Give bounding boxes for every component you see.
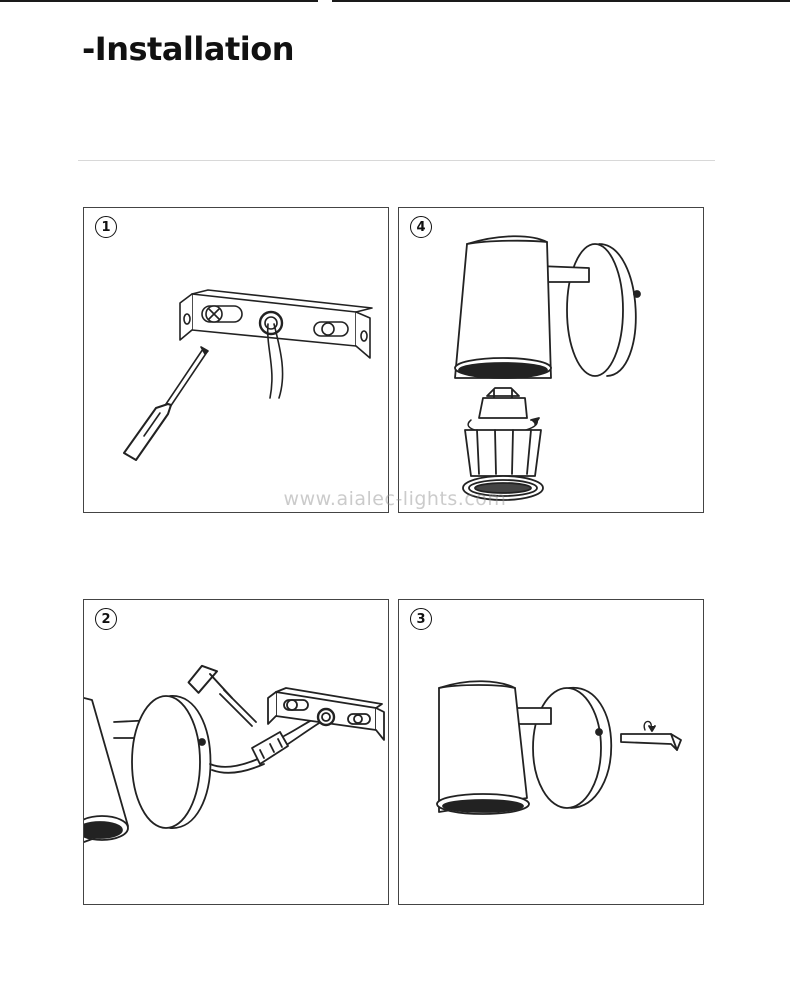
step-2-panel: 2 <box>83 599 389 905</box>
lamp-shade-icon <box>436 680 530 815</box>
step-4-panel: 4 <box>398 207 704 513</box>
wall-plate-icon <box>131 695 212 829</box>
gu10-bulb-icon <box>462 387 544 501</box>
header-divider <box>78 160 715 161</box>
mounting-bracket-illustration <box>123 289 373 461</box>
step-number: 4 <box>410 216 432 238</box>
step-number: 3 <box>410 608 432 630</box>
wall-plate-icon <box>532 687 613 809</box>
arm-icon <box>538 265 590 283</box>
step-1-panel: 1 <box>83 207 389 513</box>
top-border-left <box>0 0 318 2</box>
page-title: -Installation <box>82 30 294 68</box>
tightening-illustration <box>436 680 682 815</box>
top-border-right <box>332 0 790 2</box>
wiring-illustration <box>84 664 385 843</box>
step-number: 2 <box>95 608 117 630</box>
allen-key-icon <box>620 720 682 751</box>
screwdriver-icon <box>123 346 209 461</box>
bulb-installation-illustration <box>454 235 641 501</box>
mounting-bracket-icon <box>179 289 373 399</box>
lamp-shade-icon <box>454 235 552 379</box>
step-number: 1 <box>95 216 117 238</box>
watermark: www.aialec-lights.com <box>283 488 507 510</box>
screwdriver-icon <box>187 664 257 727</box>
wall-plate-icon <box>566 243 641 377</box>
mounting-bracket-icon <box>267 687 385 741</box>
step-3-panel: 3 <box>398 599 704 905</box>
wire-connector-icon <box>251 731 289 765</box>
